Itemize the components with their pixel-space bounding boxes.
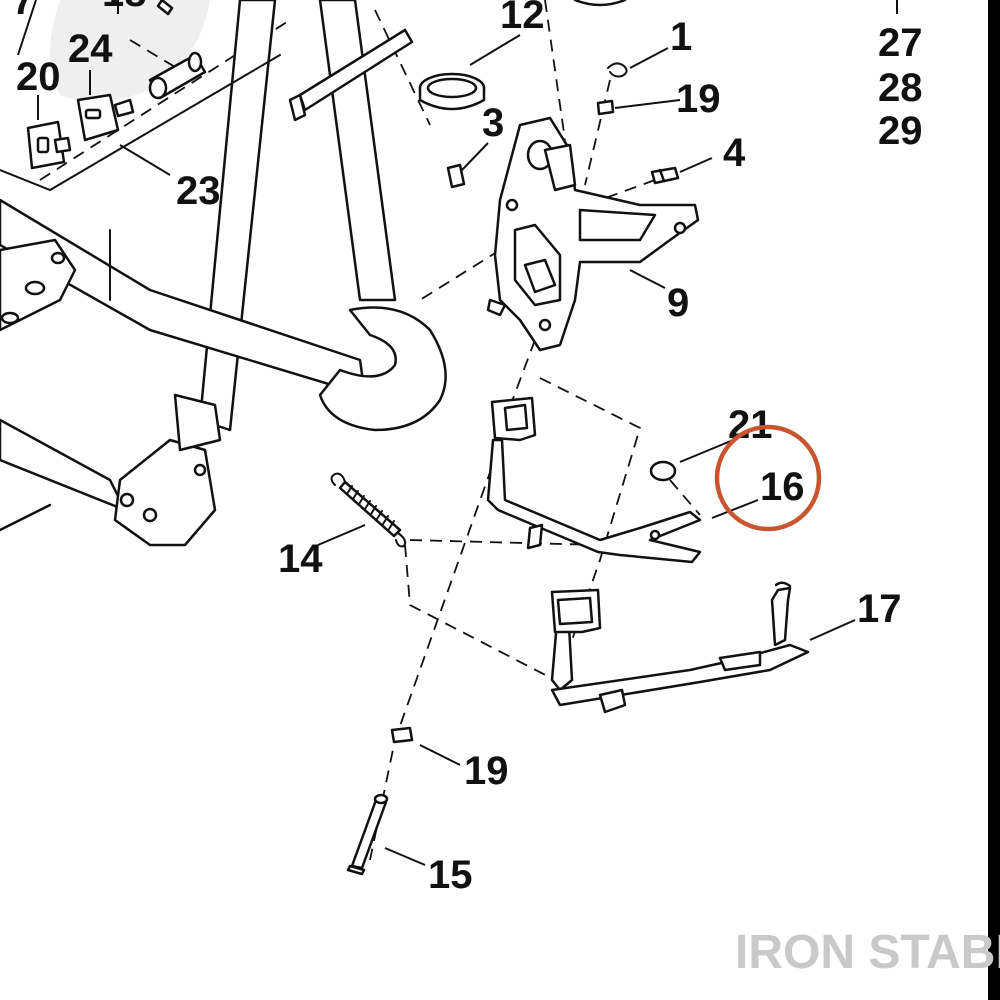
part-24-switch <box>76 93 135 142</box>
right-edge-bar <box>988 0 1000 1000</box>
callout-7: 7 <box>12 0 34 23</box>
callout-1: 1 <box>670 15 692 59</box>
part-18-fitting <box>148 0 207 100</box>
part-19-bushing-lower <box>390 726 414 744</box>
highlight-ring <box>714 424 822 532</box>
callout-9: 9 <box>667 281 689 325</box>
part-20-cap <box>26 120 72 170</box>
watermark-text: IRON STABLE <box>735 926 1000 979</box>
callout-27: 27 <box>878 21 923 65</box>
callout-23: 23 <box>176 169 221 213</box>
part-12-ring <box>418 72 486 111</box>
callout-14: 14 <box>278 537 323 581</box>
part-14-spring <box>330 472 407 548</box>
part-3-set-screw <box>446 163 466 189</box>
callout-labels: 7 18 12 1 27 28 29 20 24 19 3 4 23 9 21 … <box>12 0 923 897</box>
callout-19-bottom: 19 <box>464 749 509 793</box>
callout-17: 17 <box>857 587 902 631</box>
callout-29: 29 <box>878 109 923 153</box>
callout-16: 16 <box>760 465 805 509</box>
part-9-bracket <box>486 116 700 352</box>
callout-15: 15 <box>428 853 473 897</box>
callout-24: 24 <box>68 27 113 71</box>
callout-20: 20 <box>16 55 61 99</box>
part-17-side-stand <box>550 581 810 714</box>
callout-12: 12 <box>500 0 545 37</box>
part-15-pin <box>346 793 389 876</box>
frame-assembly <box>0 0 447 547</box>
part-16-jiffy-stand <box>486 396 702 564</box>
part-1-clip <box>607 62 628 78</box>
top-disc-edge <box>573 0 627 7</box>
part-4-bolt <box>650 166 680 185</box>
part-19-bushing-top <box>596 99 615 116</box>
callout-3: 3 <box>482 101 504 145</box>
callout-4: 4 <box>723 131 746 175</box>
panel-23 <box>0 54 281 192</box>
callout-18: 18 <box>102 0 147 15</box>
callout-28: 28 <box>878 66 923 110</box>
part-21-plug <box>649 460 677 482</box>
leader-lines <box>17 0 898 866</box>
callout-19-top: 19 <box>676 77 721 121</box>
